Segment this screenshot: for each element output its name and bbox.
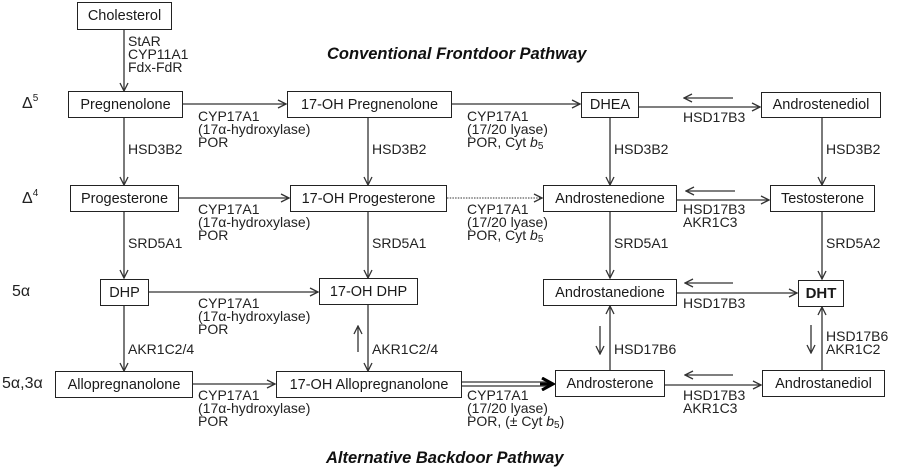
enzyme-text: ) [559,413,565,429]
enzyme-akr1c3: AKR1C3 [683,214,738,230]
enzyme-label-srd5a1-col2: SRD5A1 [372,235,427,251]
cyt-b-sub: 5 [554,420,560,431]
enzyme-line: (17/20 lyase) [467,121,548,137]
enzyme-line: CYP17A1 [198,387,260,403]
row-label-5alpha-3alpha: 5α,3α [2,375,43,392]
cyt-b-sub: 5 [537,141,544,152]
enzyme-label-hsd3b2-col3: HSD3B2 [614,141,669,157]
enzyme-line: (17α-hydroxylase) [198,121,311,137]
row-label-delta4: Δ4 [22,188,39,208]
node-androstanedione: Androstanedione [543,279,677,306]
enzyme-line: POR [198,227,229,243]
node-dhp: DHP [100,279,149,306]
enzyme-line: (17α-hydroxylase) [198,308,311,324]
enzyme-label-akr1c2-4-col1: AKR1C2/4 [128,341,195,357]
enzyme-akr1c3: AKR1C3 [683,400,738,416]
node-17oh-pregnenolone: 17-OH Pregnenolone [287,91,452,118]
cyt-b: b [530,227,538,243]
enzyme-hsd17b6: HSD17B6 [826,328,889,344]
node-allopregnanolone: Allopregnanolone [55,371,193,398]
enzyme-label-hsd17b3-delta5: HSD17B3 [683,109,746,125]
enzyme-label-srd5a1-col1: SRD5A1 [128,235,183,251]
node-testosterone: Testosterone [770,185,875,212]
enzyme-line: POR [198,321,229,337]
enzyme-text: POR, (± Cyt [467,413,547,429]
enzyme-label-hydroxylase-delta4: CYP17A1(17α-hydroxylase)POR [198,201,311,243]
enzyme-label-hsd3b2-col4: HSD3B2 [826,141,881,157]
enzyme-label-hydroxylase-5alpha3alpha: CYP17A1(17α-hydroxylase)POR [198,387,311,429]
node-progesterone: Progesterone [70,185,179,212]
node-17oh-allopregnanolone: 17-OH Allopregnanolone [276,371,462,398]
row-label-delta4-sup: 4 [32,188,39,199]
enzyme-label-hydroxylase-5alpha: CYP17A1(17α-hydroxylase)POR [198,295,311,337]
enzyme-label-lyase-backdoor: CYP17A1(17/20 lyase)POR, (± Cyt b5) [467,387,565,431]
enzyme-cyp11a1: CYP11A1 [128,46,189,62]
enzyme-star: StAR [128,33,161,49]
enzyme-line: CYP17A1 [467,201,529,217]
enzyme-line: CYP17A1 [198,201,260,217]
row-label-delta4-base: Δ [22,190,33,207]
enzyme-text: POR, Cyt [467,227,531,243]
cyt-b-sub: 5 [537,234,544,245]
node-pregnenolone: Pregnenolone [68,91,183,118]
node-androstanediol: Androstanediol [762,370,885,397]
enzyme-hsd17b3: HSD17B3 [683,387,746,403]
cyt-b: b [530,134,538,150]
arrow-17ohallo-androsterone-bold [462,382,553,386]
enzyme-akr1c2: AKR1C2 [826,341,881,357]
enzyme-line: CYP17A1 [198,108,260,124]
enzyme-label-hsd3b2-col1: HSD3B2 [128,141,183,157]
node-dhea: DHEA [581,92,639,118]
enzyme-label-hsd3b2-col2: HSD3B2 [372,141,427,157]
enzyme-line: CYP17A1 [467,387,529,403]
node-androstenediol: Androstenediol [761,92,881,118]
enzyme-label-srd5a1-col3: SRD5A1 [614,235,669,251]
enzyme-line: POR, (± Cyt b5) [467,413,565,431]
node-cholesterol: Cholesterol [77,2,172,30]
enzyme-label-hsd17b6-col3: HSD17B6 [614,341,677,357]
enzyme-label-hsd17b3-5alpha: HSD17B3 [683,295,746,311]
enzyme-label-srd5a2: SRD5A2 [826,235,881,251]
enzyme-line: (17/20 lyase) [467,400,548,416]
enzyme-fdx-fdr: Fdx-FdR [128,59,183,75]
node-17oh-progesterone: 17-OH Progesterone [290,185,447,212]
enzyme-hsd17b3: HSD17B3 [683,201,746,217]
enzyme-line: (17α-hydroxylase) [198,400,311,416]
enzyme-label-akr1c2-4-col2: AKR1C2/4 [372,341,439,357]
enzyme-line: POR [198,134,229,150]
node-androsterone: Androsterone [555,370,665,397]
enzyme-label-lyase-delta5: CYP17A1(17/20 lyase)POR, Cyt b5 [467,108,548,152]
node-dht: DHT [798,280,844,307]
row-label-5alpha: 5α [12,283,31,300]
backdoor-pathway-title: Alternative Backdoor Pathway [326,449,564,467]
enzyme-label-hydroxylase-delta5: CYP17A1(17α-hydroxylase)POR [198,108,311,150]
row-label-delta5-sup: 5 [32,93,39,104]
row-label-delta5-base: Δ [22,95,33,112]
frontdoor-pathway-title: Conventional Frontdoor Pathway [327,45,587,63]
enzyme-line: CYP17A1 [198,295,260,311]
node-17oh-dhp: 17-OH DHP [319,278,418,305]
enzyme-text: POR, Cyt [467,134,531,150]
enzyme-line: (17α-hydroxylase) [198,214,311,230]
row-label-delta5: Δ5 [22,93,39,113]
enzyme-line: POR, Cyt b5 [467,134,548,152]
cyt-b: b [546,413,555,429]
enzyme-line: (17/20 lyase) [467,214,548,230]
enzyme-line: CYP17A1 [467,108,529,124]
node-androstenedione: Androstenedione [543,185,677,212]
enzyme-line: POR [198,413,229,429]
enzyme-line: POR, Cyt b5 [467,227,548,245]
enzyme-label-lyase-delta4: CYP17A1(17/20 lyase)POR, Cyt b5 [467,201,548,245]
